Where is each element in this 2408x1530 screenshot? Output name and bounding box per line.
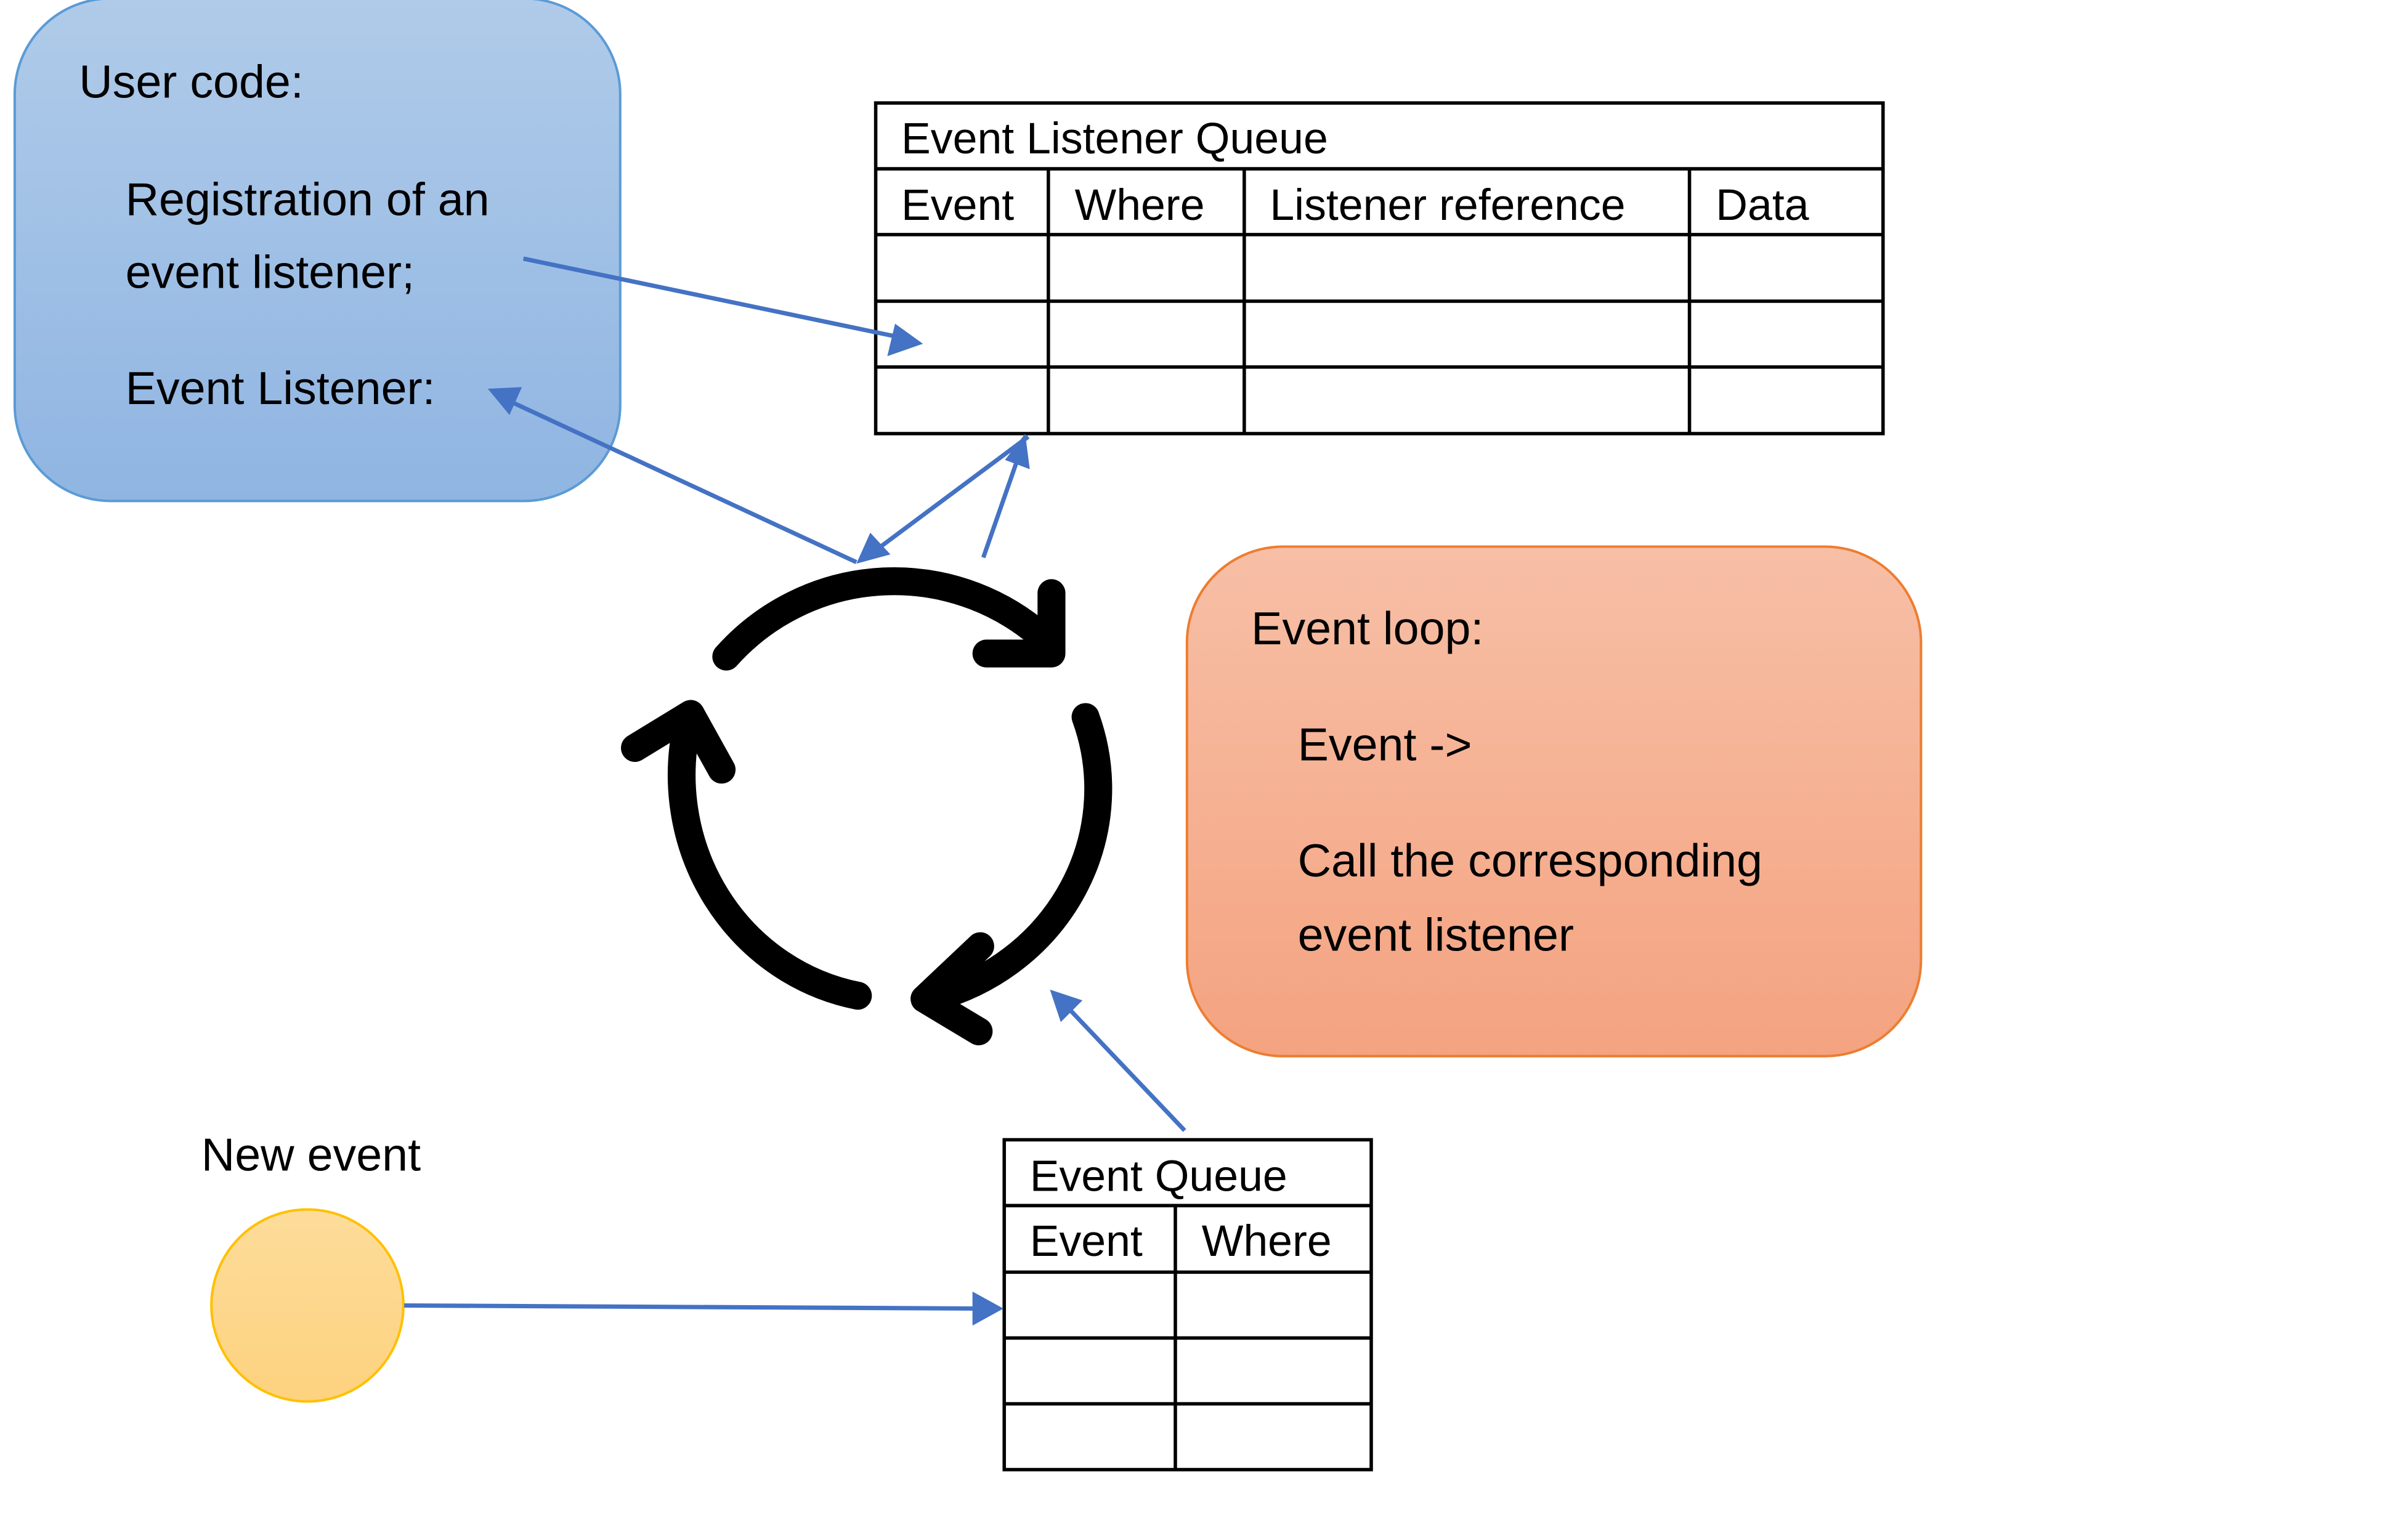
event-queue-table: Event Queue Event Where bbox=[1002, 1138, 1373, 1471]
event-queue-border bbox=[1002, 1138, 1373, 1471]
connector-listener-queue-to-loop bbox=[875, 435, 1030, 552]
event-loop-box-shape bbox=[1185, 545, 1923, 1058]
cycle-arc-left bbox=[668, 709, 872, 1010]
connector-new-event-to-event-queue bbox=[404, 1303, 982, 1311]
event-queue-title: Event Queue bbox=[1030, 1151, 1287, 1200]
user-code-line-event-listener: Event Listener: bbox=[126, 362, 436, 414]
cycle-arrowhead-top bbox=[972, 579, 1066, 668]
event-loop-cycle-icon bbox=[621, 567, 1113, 1046]
event-loop-line-listener: event listener bbox=[1298, 909, 1574, 961]
event-queue-header-where: Where bbox=[1202, 1216, 1332, 1266]
new-event: New event bbox=[201, 1129, 421, 1403]
event-listener-queue-table: Event Listener Queue Event Where Listene… bbox=[874, 101, 1885, 435]
event-listener-queue-header-listener-reference: Listener reference bbox=[1270, 180, 1625, 230]
event-queue-header-event: Event bbox=[1030, 1216, 1143, 1266]
arrowhead-loop-to-event-listener bbox=[487, 387, 522, 415]
arrowhead-listener-queue-to-loop bbox=[856, 532, 891, 564]
event-loop-box: Event loop: Event -> Call the correspond… bbox=[1185, 545, 1923, 1058]
cycle-arrowhead-right bbox=[910, 932, 994, 1046]
cycle-arrowhead-left bbox=[621, 700, 736, 784]
connector-loop-to-event-listener bbox=[508, 399, 857, 564]
user-code-line-event-listener-registration: event listener; bbox=[126, 246, 415, 298]
connector-registration-to-listener-queue bbox=[522, 256, 902, 340]
user-code-line-registration: Registration of an bbox=[126, 173, 490, 225]
user-code-box: User code: Registration of an event list… bbox=[13, 0, 622, 503]
event-listener-queue-title: Event Listener Queue bbox=[901, 114, 1328, 163]
event-listener-queue-header-event: Event bbox=[901, 180, 1014, 230]
event-loop-line-event: Event -> bbox=[1298, 718, 1472, 770]
cycle-arc-top bbox=[712, 567, 1061, 671]
event-listener-queue-header-where: Where bbox=[1075, 180, 1205, 230]
event-loop-title: Event loop: bbox=[1251, 602, 1483, 654]
connector-loop-to-listener-queue bbox=[981, 455, 1021, 559]
event-listener-queue-border bbox=[874, 101, 1885, 435]
connector-event-queue-to-loop bbox=[1063, 1003, 1186, 1132]
arrowhead-registration-to-listener-queue bbox=[887, 323, 923, 357]
user-code-title: User code: bbox=[79, 55, 304, 107]
connectors bbox=[404, 256, 1186, 1326]
arrowhead-loop-to-listener-queue bbox=[1005, 433, 1030, 469]
event-listener-queue-header-data: Data bbox=[1716, 180, 1809, 230]
arrowhead-event-queue-to-loop bbox=[1050, 989, 1083, 1022]
user-code-box-shape bbox=[13, 0, 622, 503]
arrowhead-new-event-to-event-queue bbox=[972, 1291, 1003, 1326]
new-event-circle bbox=[210, 1208, 405, 1403]
cycle-arc-right bbox=[921, 703, 1113, 1011]
event-loop-line-call: Call the corresponding bbox=[1298, 835, 1762, 886]
new-event-label: New event bbox=[201, 1129, 421, 1181]
